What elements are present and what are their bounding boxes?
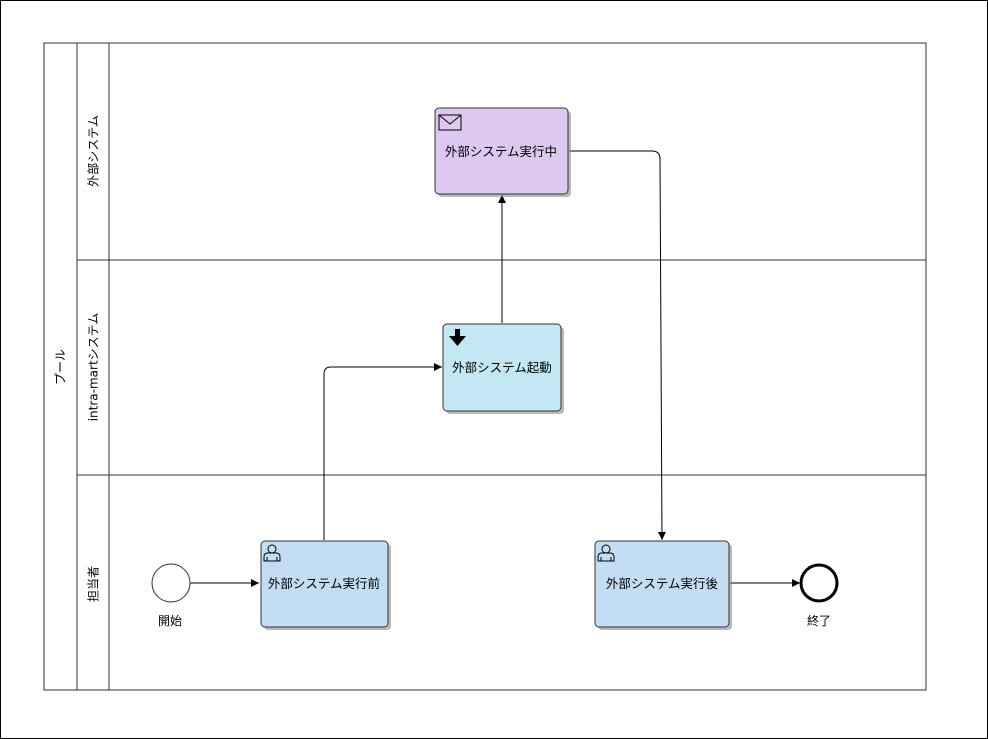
task-label: 外部システム実行中	[445, 144, 557, 159]
lane-label-external: 外部システム	[86, 115, 101, 187]
start-event[interactable]: 開始	[151, 563, 191, 628]
lane-external-system[interactable]: 外部システム	[76, 42, 927, 261]
end-event-label: 終了	[807, 613, 831, 628]
flow-running-to-after[interactable]	[569, 150, 666, 541]
user-icon	[597, 544, 615, 562]
task-ext-running[interactable]: 外部システム実行中	[434, 107, 571, 197]
lane-label-person: 担当者	[87, 566, 101, 602]
start-event-label: 開始	[158, 614, 182, 628]
task-before[interactable]: 外部システム実行前	[260, 540, 391, 630]
user-icon	[263, 544, 281, 562]
task-label: 外部システム実行前	[268, 576, 380, 591]
message-icon	[438, 114, 462, 131]
pool-label: プール	[54, 349, 68, 385]
lane-person-in-charge[interactable]: 担当者	[76, 474, 927, 691]
task-ext-start[interactable]: 外部システム起動	[442, 323, 564, 414]
task-label: 外部システム実行後	[606, 576, 719, 591]
arrow-down-icon	[449, 329, 466, 346]
sequence-flows	[190, 150, 800, 587]
end-event[interactable]: 終了	[799, 563, 839, 628]
task-label: 外部システム起動	[452, 360, 552, 375]
task-after[interactable]: 外部システム実行後	[594, 540, 732, 630]
lane-label-intramart: intra-martシステム	[87, 313, 101, 422]
flow-before-to-ext-start[interactable]	[323, 363, 442, 540]
